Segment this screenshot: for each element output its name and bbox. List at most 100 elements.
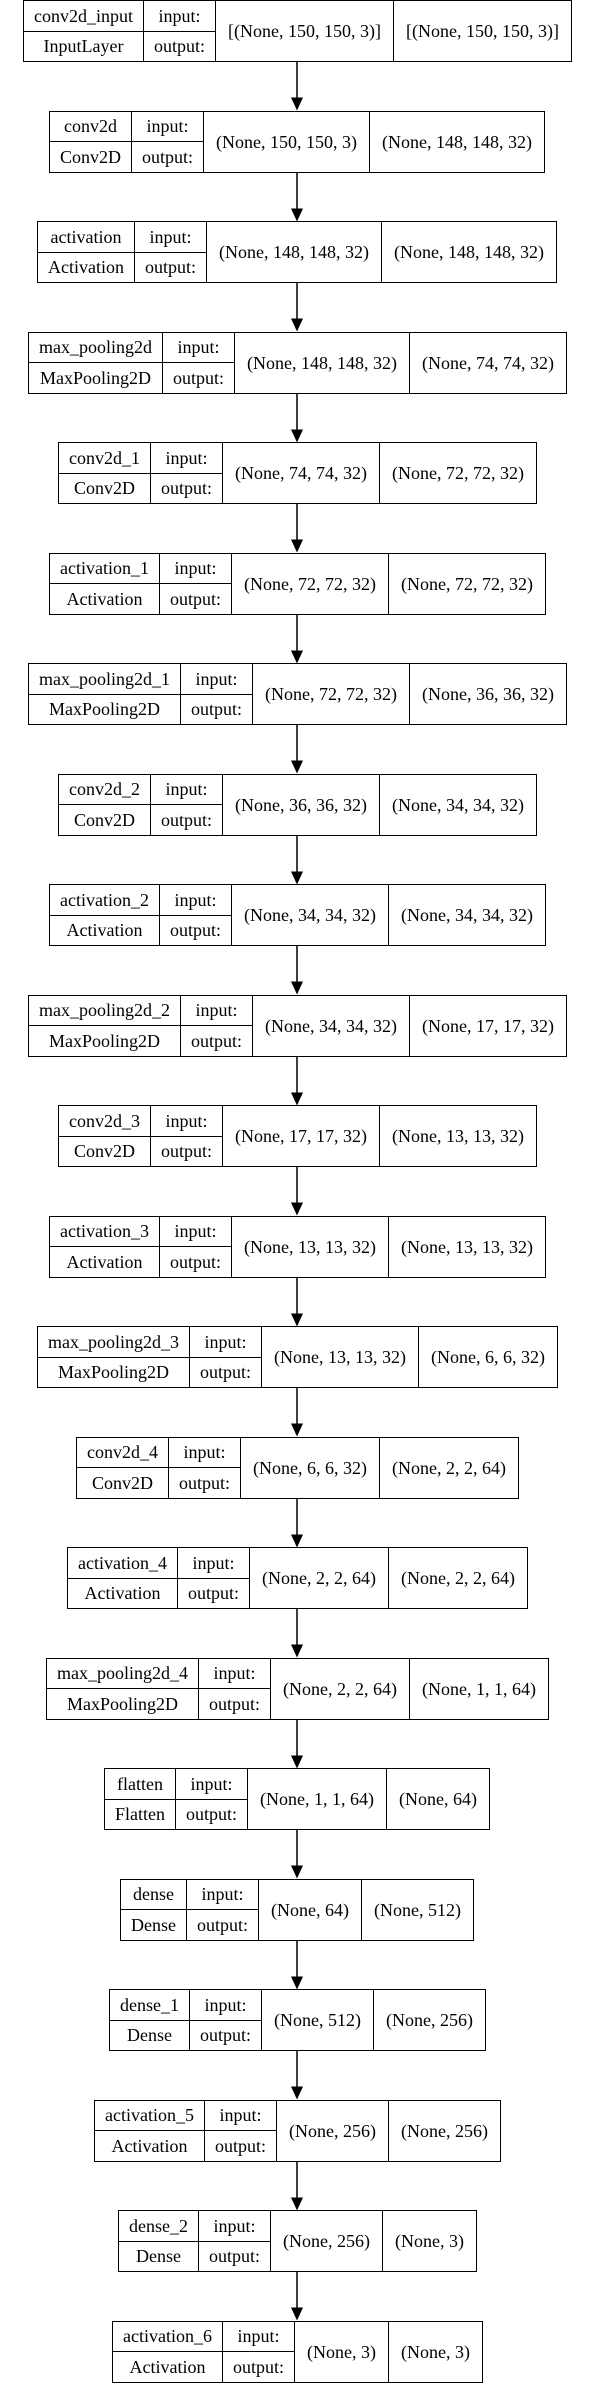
layer-type: Flatten bbox=[115, 1804, 165, 1825]
layer-type: MaxPooling2D bbox=[48, 699, 160, 720]
output-label: output: bbox=[191, 699, 243, 720]
layer-name: conv2d_input bbox=[24, 1, 143, 32]
input-shape: (None, 64) bbox=[259, 1879, 362, 1940]
layer-name: conv2d_3 bbox=[59, 1106, 150, 1137]
input-label: input: bbox=[181, 664, 253, 695]
io-label-cell: input:output: bbox=[181, 995, 254, 1056]
output-label: output: bbox=[179, 1472, 231, 1493]
edge-arrow bbox=[291, 946, 303, 995]
layer-type: InputLayer bbox=[43, 36, 124, 57]
layer-type: Activation bbox=[84, 1583, 161, 1604]
input-label: input: bbox=[189, 1990, 261, 2021]
layer-type: MaxPooling2D bbox=[48, 1030, 160, 1051]
layer-name: activation_1 bbox=[50, 554, 159, 584]
output-label: output: bbox=[161, 478, 213, 499]
edge-arrow bbox=[291, 1167, 303, 1216]
input-label: input: bbox=[198, 2211, 270, 2242]
input-label: input: bbox=[159, 1217, 231, 1247]
input-shape: (None, 150, 150, 3) bbox=[204, 111, 371, 172]
input-shape: (None, 1, 1, 64) bbox=[248, 1769, 387, 1829]
layer-type: Conv2D bbox=[73, 809, 135, 830]
output-shape: (None, 2, 2, 64) bbox=[400, 1568, 515, 1588]
output-label: output: bbox=[191, 1030, 243, 1051]
output-shape: (None, 2, 2, 64) bbox=[392, 1457, 506, 1478]
output-shape: (None, 34, 34, 32) bbox=[400, 905, 533, 925]
layer-type: Conv2D bbox=[73, 1141, 135, 1162]
input-shape: (None, 74, 74, 32) bbox=[223, 443, 380, 503]
input-label: input: bbox=[151, 443, 223, 474]
edge-arrow bbox=[291, 1498, 303, 1547]
input-shape: (None, 6, 6, 32) bbox=[241, 1437, 380, 1498]
layer-name: activation_4 bbox=[68, 1548, 177, 1579]
layer-type: MaxPooling2D bbox=[57, 1362, 169, 1383]
input-shape: (None, 3) bbox=[295, 2321, 389, 2382]
io-label-cell: input: output: bbox=[198, 2211, 271, 2271]
layer-name: max_pooling2d bbox=[29, 333, 162, 363]
layer-name: activation_3 bbox=[50, 1217, 159, 1247]
input-label: input: bbox=[163, 333, 235, 363]
output-shape: (None, 64) bbox=[399, 1789, 477, 1809]
output-shape: (None, 13, 13, 32) bbox=[400, 1236, 533, 1257]
io-label-cell: input:output: bbox=[159, 885, 232, 945]
input-label: input: bbox=[132, 112, 204, 142]
input-shape: (None, 512) bbox=[262, 1990, 374, 2050]
io-label-cell: input:output: bbox=[222, 2321, 295, 2382]
layer-name: conv2d_2 bbox=[59, 775, 150, 805]
input-label: input: bbox=[190, 1327, 262, 1358]
layer-name: activation_2 bbox=[50, 885, 159, 916]
edge-arrow bbox=[291, 725, 303, 774]
edge-arrow bbox=[291, 2272, 303, 2321]
io-label-cell: input: output: bbox=[181, 664, 254, 724]
input-shape: (None, 2, 2, 64) bbox=[271, 1658, 410, 1719]
io-label-cell: input:output: bbox=[176, 1769, 249, 1829]
input-shape: (None, 13, 13, 32) bbox=[232, 1216, 389, 1277]
output-label: output: bbox=[209, 1693, 261, 1714]
edge-arrow bbox=[291, 62, 303, 111]
edge-arrow bbox=[291, 504, 303, 553]
input-shape: (None, 72, 72, 32) bbox=[232, 553, 389, 614]
io-label-cell: input:output: bbox=[163, 332, 236, 393]
input-label: input: bbox=[159, 885, 231, 916]
io-label-cell: input:output: bbox=[151, 1106, 224, 1166]
edge-arrow bbox=[291, 2051, 303, 2100]
io-label-cell: input:output: bbox=[186, 1879, 259, 1940]
layer-type: Activation bbox=[111, 2135, 188, 2156]
edge-arrow bbox=[291, 283, 303, 332]
output-label: output: bbox=[208, 2246, 260, 2267]
input-shape: (None, 72, 72, 32) bbox=[253, 664, 410, 724]
layer-name: dense bbox=[121, 1880, 186, 1910]
layer-name: max_pooling2d_1 bbox=[29, 664, 180, 695]
input-shape: (None, 34, 34, 32) bbox=[253, 995, 410, 1056]
output-shape: (None, 36, 36, 32) bbox=[422, 684, 554, 704]
output-label: output: bbox=[154, 36, 206, 57]
output-shape: [(None, 150, 150, 3)] bbox=[405, 21, 559, 41]
output-label: output: bbox=[144, 257, 196, 278]
input-shape: (None, 148, 148, 32) bbox=[235, 332, 410, 393]
output-label: output: bbox=[169, 1251, 221, 1272]
edge-arrow bbox=[291, 1719, 303, 1768]
edge-arrow bbox=[291, 172, 303, 221]
edge-arrow bbox=[291, 1940, 303, 1989]
output-shape: (None, 3) bbox=[394, 2231, 464, 2251]
input-label: input: bbox=[151, 775, 223, 805]
input-label: input: bbox=[186, 1880, 258, 1910]
output-shape: (None, 74, 74, 32) bbox=[422, 352, 554, 373]
output-shape: (None, 256) bbox=[400, 2120, 488, 2141]
